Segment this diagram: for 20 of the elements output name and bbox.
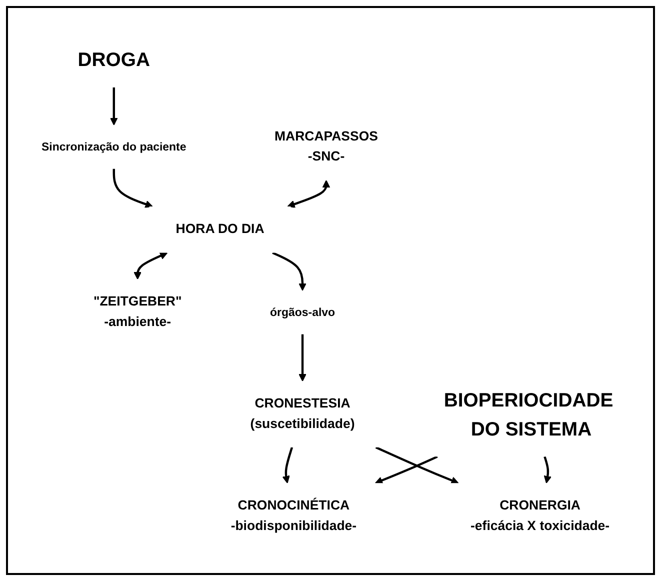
node-text: CRONOCINÉTICA -biodisponibilidade-	[230, 498, 357, 533]
arrow	[272, 252, 306, 291]
node-text: CRONERGIA -eficácia X toxicidade-	[470, 498, 610, 533]
arrow	[134, 252, 168, 280]
node-text: Sincronização do paciente	[42, 140, 186, 154]
arrow	[110, 87, 118, 126]
arrow	[375, 456, 438, 484]
node-text: BIOPERIOCIDADE DO SISTEMA	[444, 388, 614, 440]
arrow	[287, 180, 330, 208]
arrow	[375, 446, 459, 484]
node-text: órgãos-alvo	[270, 306, 336, 319]
node-text: DROGA	[78, 48, 150, 71]
arrow	[282, 447, 294, 484]
arrow	[544, 456, 552, 484]
node-text: CRONESTESIA (suscetibilidade)	[250, 396, 355, 432]
node-text: HORA DO DIA	[176, 221, 264, 236]
node-text: "ZEITGEBER" -ambiente-	[93, 294, 182, 330]
arrow	[112, 168, 153, 208]
arrow	[298, 334, 306, 382]
node-text: MARCAPASSOS -SNC-	[274, 128, 378, 164]
